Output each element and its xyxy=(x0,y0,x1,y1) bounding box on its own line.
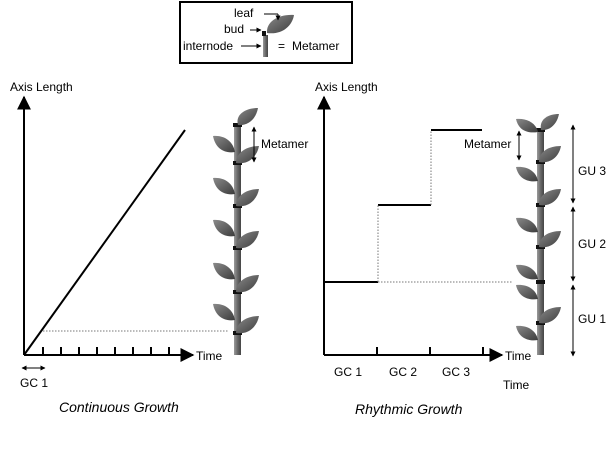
rhythmic-dotted-guides xyxy=(377,130,512,283)
left-gc-label: GC 1 xyxy=(20,376,48,390)
rhythmic-growth-steps xyxy=(324,129,482,283)
right-gc-label-3: GC 3 xyxy=(442,365,470,379)
rhythmic-plant-leaves xyxy=(516,114,561,341)
legend-bud-icon xyxy=(262,31,266,36)
legend-internode-label: internode xyxy=(183,39,233,53)
left-x-axis-label: Time xyxy=(196,349,223,363)
growth-unit-brackets: GU 3 GU 2 GU 1 xyxy=(570,124,606,357)
legend-box: leaf bud internode = Metamer xyxy=(179,1,353,64)
right-y-axis-label: Axis Length xyxy=(315,80,378,94)
continuous-plant-stem xyxy=(234,127,241,355)
left-metamer-label: Metamer xyxy=(261,137,308,151)
right-metamer-label: Metamer xyxy=(464,137,511,151)
legend-leaf-label: leaf xyxy=(234,6,254,20)
legend-bud-label: bud xyxy=(224,22,244,36)
right-x-ticks xyxy=(376,347,484,355)
rhythmic-plant-illustration: Metamer xyxy=(464,114,561,355)
gu3-label: GU 3 xyxy=(578,164,606,178)
legend-internode-icon xyxy=(263,35,268,57)
left-x-ticks xyxy=(42,347,170,355)
left-y-axis-label: Axis Length xyxy=(10,80,73,94)
right-gc-label-1: GC 1 xyxy=(334,365,362,379)
gu2-label: GU 2 xyxy=(578,237,606,251)
legend-leaf-icon xyxy=(266,14,294,34)
continuous-plant-illustration: Metamer xyxy=(213,108,308,355)
legend-equals: = xyxy=(278,39,285,53)
left-caption: Continuous Growth xyxy=(59,399,179,415)
right-gc-label-2: GC 2 xyxy=(389,365,417,379)
right-x-axis-label: Time xyxy=(505,349,532,363)
gu1-label: GU 1 xyxy=(578,312,606,326)
continuous-growth-panel: Axis Length Time GC 1 xyxy=(10,80,308,415)
right-caption: Rhythmic Growth xyxy=(355,401,463,417)
rhythmic-growth-panel: Axis Length Time Time GC 1 GC 2 GC 3 xyxy=(315,80,606,417)
continuous-growth-line xyxy=(23,129,186,356)
right-x-axis-label-below: Time xyxy=(503,378,530,392)
legend-metamer-label: Metamer xyxy=(292,39,339,53)
